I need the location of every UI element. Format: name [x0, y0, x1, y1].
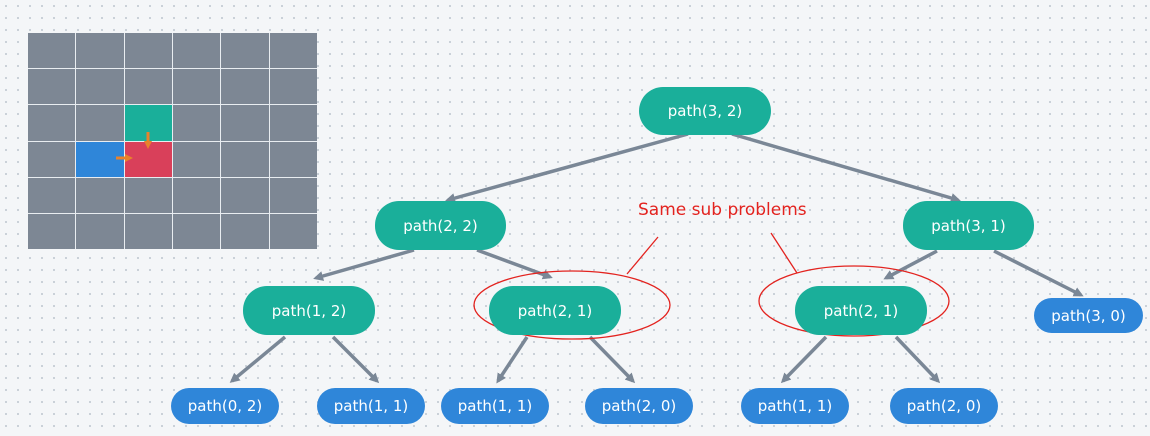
edge-12-11	[331, 335, 380, 384]
grid-cell	[172, 141, 221, 177]
node-level1-left: path(2, 2)	[375, 201, 506, 250]
node-level2-3: path(2, 1)	[795, 286, 927, 335]
grid-cell	[28, 69, 76, 105]
grid-cell	[172, 105, 221, 141]
annotation-ellipse-left	[473, 270, 671, 340]
grid-cell	[269, 69, 317, 105]
grid-cell-left-neighbor	[76, 141, 124, 177]
grid-cell	[124, 69, 172, 105]
edge-root-right	[731, 132, 961, 203]
grid-cell	[76, 105, 124, 141]
grid-cell	[172, 213, 221, 249]
grid-cell	[221, 105, 269, 141]
annotation-pointer-right	[770, 232, 798, 274]
grid-cell	[269, 105, 317, 141]
grid-cell	[221, 141, 269, 177]
grid-cell	[221, 213, 269, 249]
annotation-ellipse-right	[758, 265, 950, 337]
edge-31-21	[883, 249, 938, 280]
grid-cell	[76, 213, 124, 249]
grid-cell	[28, 141, 76, 177]
grid-cell	[269, 177, 317, 213]
grid-cell	[28, 177, 76, 213]
node-level3-2: path(1, 1)	[317, 388, 425, 424]
node-level3-1: path(0, 2)	[171, 388, 279, 424]
edge-12-02	[229, 335, 287, 383]
node-level2-1: path(1, 2)	[243, 286, 375, 335]
edge-21b-11	[780, 335, 828, 384]
edge-root-left	[445, 132, 689, 203]
node-level3-4: path(2, 0)	[585, 388, 693, 424]
grid-cell	[269, 33, 317, 69]
node-level3-3: path(1, 1)	[441, 388, 549, 424]
grid-cell	[124, 33, 172, 69]
edge-22-12	[313, 248, 415, 281]
grid-cell	[124, 213, 172, 249]
node-root: path(3, 2)	[639, 87, 771, 135]
grid-cell	[172, 177, 221, 213]
grid-cell	[269, 141, 317, 177]
edge-31-30	[993, 249, 1084, 297]
grid-cell	[221, 177, 269, 213]
edge-21a-20	[588, 335, 636, 384]
grid-cell	[221, 69, 269, 105]
grid-cell	[76, 177, 124, 213]
annotation-pointer-left	[626, 236, 659, 275]
grid-cell	[172, 33, 221, 69]
grid-cell	[28, 33, 76, 69]
node-level2-2: path(2, 1)	[489, 286, 621, 335]
node-level1-right: path(3, 1)	[903, 201, 1034, 250]
annotation-label: Same sub problems	[638, 200, 807, 220]
grid-cell	[28, 213, 76, 249]
grid-cell	[76, 69, 124, 105]
edge-21a-11	[496, 336, 529, 384]
grid-cell	[221, 33, 269, 69]
grid-cell	[28, 105, 76, 141]
grid-cell	[124, 177, 172, 213]
node-level2-4: path(3, 0)	[1034, 298, 1143, 333]
grid-cell	[172, 69, 221, 105]
grid-cell	[269, 213, 317, 249]
edge-21b-20	[894, 335, 941, 384]
node-level3-5: path(1, 1)	[741, 388, 849, 424]
grid-illustration	[28, 33, 317, 249]
node-level3-6: path(2, 0)	[890, 388, 998, 424]
grid-cell	[76, 33, 124, 69]
